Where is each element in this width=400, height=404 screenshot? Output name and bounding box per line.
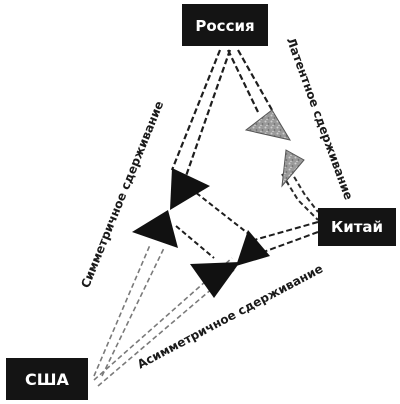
edge-latent-china (281, 169, 319, 221)
node-russia-label: Россия (195, 17, 254, 35)
asymmetric-bowtie-icon (190, 230, 270, 298)
label-asymmetric-deterrence: Асимметричное сдерживание (135, 261, 325, 371)
node-usa: США (6, 358, 88, 400)
node-china: Китай (318, 208, 396, 246)
node-russia: Россия (182, 4, 268, 46)
edge-russia-latent (227, 49, 273, 113)
edge-china-asymmetric (253, 221, 319, 255)
node-china-label: Китай (331, 218, 383, 236)
symmetric-bowtie-icon (132, 168, 210, 248)
label-symmetric-deterrence: Симметричное сдерживание (78, 99, 166, 290)
edge-symmetric-asymmetric (175, 187, 251, 259)
latent-bowtie-icon (244, 109, 305, 188)
node-usa-label: США (25, 370, 70, 389)
edge-russia-symmetric (170, 49, 232, 177)
